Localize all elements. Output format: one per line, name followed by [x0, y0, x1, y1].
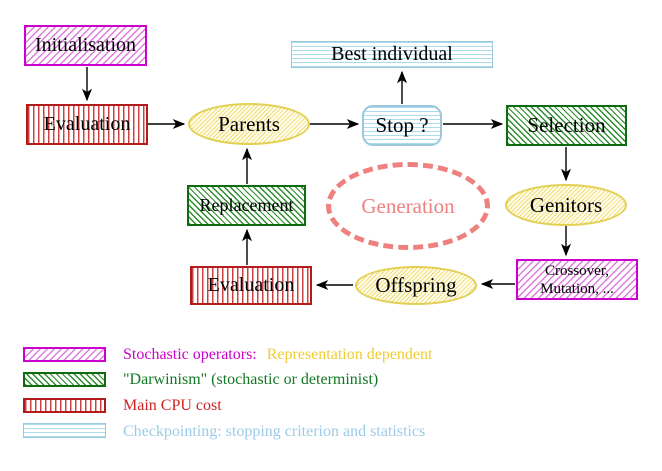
legend-swatch-checkpointing: [23, 423, 106, 438]
node-parents-label: Parents: [218, 111, 280, 136]
node-stop-label: Stop ?: [375, 113, 429, 138]
node-best-individual: Best individual: [291, 41, 493, 68]
legend-item-stochastic: Stochastic operators: Representation depe…: [123, 346, 432, 363]
legend-item-cpu: Main CPU cost: [123, 397, 222, 414]
node-crossover-mutation: Crossover, Mutation, ...: [516, 259, 638, 300]
node-selection: Selection: [506, 105, 627, 146]
node-initialisation: Initialisation: [24, 25, 147, 66]
node-selection-label: Selection: [527, 113, 606, 138]
node-best-individual-label: Best individual: [331, 43, 453, 65]
node-evaluation-bottom: Evaluation: [190, 266, 312, 305]
legend-swatch-darwinism: [23, 372, 106, 387]
node-evaluation-bottom-label: Evaluation: [207, 274, 295, 296]
legend-representation-label: Representation dependent: [266, 346, 433, 363]
crossover-line2: Mutation, ...: [540, 280, 614, 297]
node-offspring: Offspring: [355, 266, 477, 305]
crossover-line1: Crossover,: [545, 262, 609, 279]
node-offspring-label: Offspring: [375, 273, 457, 298]
legend-swatch-cpu: [23, 398, 106, 413]
node-stop: Stop ?: [362, 105, 442, 146]
node-replacement: Replacement: [187, 185, 306, 226]
node-crossover-mutation-label: Crossover, Mutation, ...: [540, 262, 614, 298]
node-initialisation-label: Initialisation: [34, 34, 137, 56]
legend-swatch-stochastic: [23, 347, 106, 362]
node-genitors: Genitors: [505, 184, 627, 226]
node-replacement-label: Replacement: [199, 195, 294, 216]
generation-label: Generation: [361, 193, 455, 218]
legend-item-darwinism: "Darwinism" (stochastic or determinist): [123, 371, 379, 388]
node-genitors-label: Genitors: [529, 192, 603, 217]
legend-item-checkpointing: Checkpointing: stopping criterion and st…: [123, 423, 426, 440]
node-evaluation-top: Evaluation: [26, 104, 148, 145]
legend-stochastic-label: Stochastic operators:: [123, 346, 257, 363]
generation-loop-ellipse: Generation: [326, 162, 490, 250]
node-parents: Parents: [188, 103, 310, 145]
node-evaluation-top-label: Evaluation: [43, 113, 131, 135]
